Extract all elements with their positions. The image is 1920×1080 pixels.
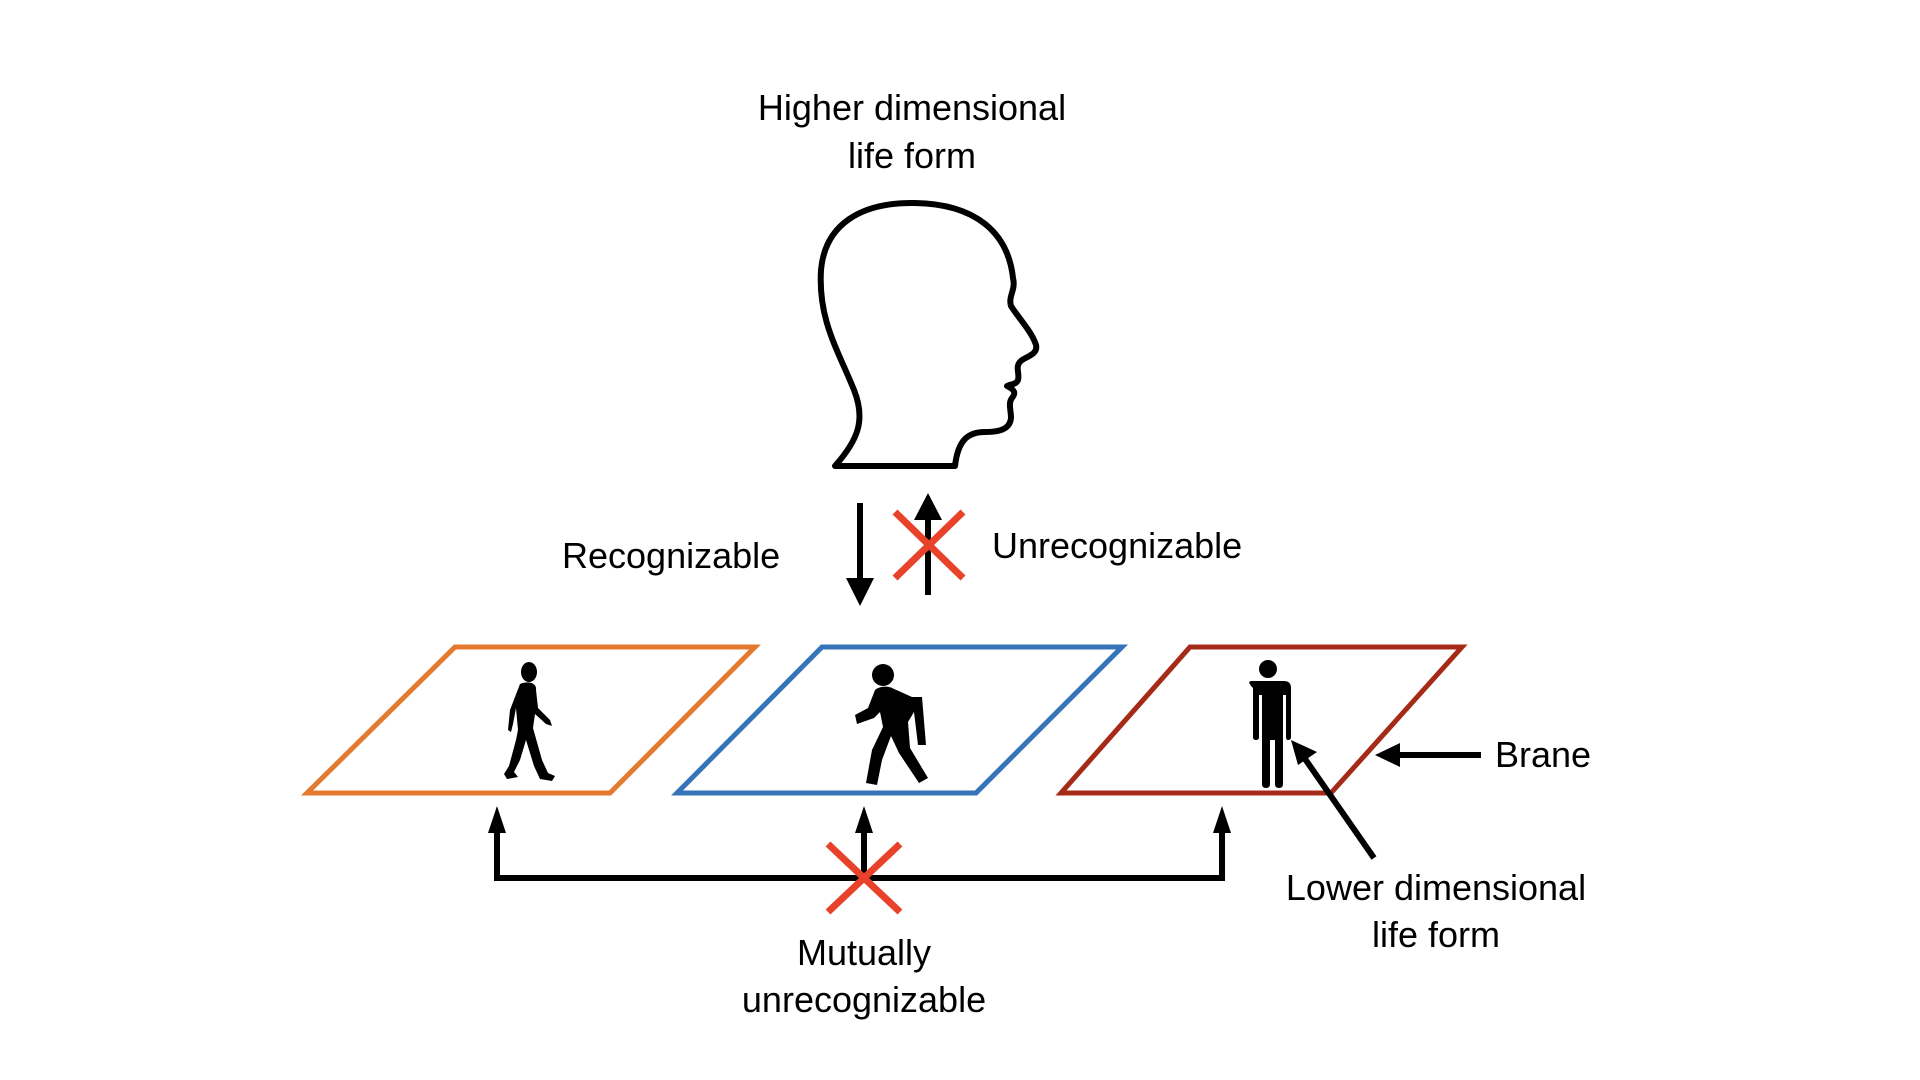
arrowhead-left (488, 806, 506, 833)
higher-life-form-label-line1: Higher dimensional (758, 87, 1066, 128)
arrowhead-middle (855, 806, 873, 833)
brane-callout-arrow (1375, 743, 1481, 767)
unrecognizable-label: Unrecognizable (992, 525, 1242, 566)
brane-label: Brane (1495, 734, 1591, 775)
lower-life-form-callout-arrow (1291, 740, 1377, 860)
mutual-bracket-arrows (488, 806, 1231, 881)
walking-man-icon (504, 662, 555, 781)
pedestrian-icon (855, 664, 928, 785)
brane-orange (300, 644, 762, 796)
standing-man-icon (1249, 660, 1291, 788)
mutual-label-line1: Mutually (797, 932, 931, 973)
lower-life-form-label-line2: life form (1372, 914, 1500, 955)
higher-life-form-label-line2: life form (848, 135, 976, 176)
brane-blue (670, 644, 1129, 796)
arrowhead-right (1213, 806, 1231, 833)
mutual-label-line2: unrecognizable (742, 979, 986, 1020)
cross-mark-icon (892, 509, 966, 581)
arrow-down-recognizable (846, 503, 874, 606)
recognizable-label: Recognizable (562, 535, 780, 576)
cross-mark-icon (825, 841, 903, 915)
arrow-up-unrecognizable (914, 493, 942, 595)
head-profile-icon (817, 199, 1040, 469)
lower-life-form-label-line1: Lower dimensional (1286, 867, 1586, 908)
